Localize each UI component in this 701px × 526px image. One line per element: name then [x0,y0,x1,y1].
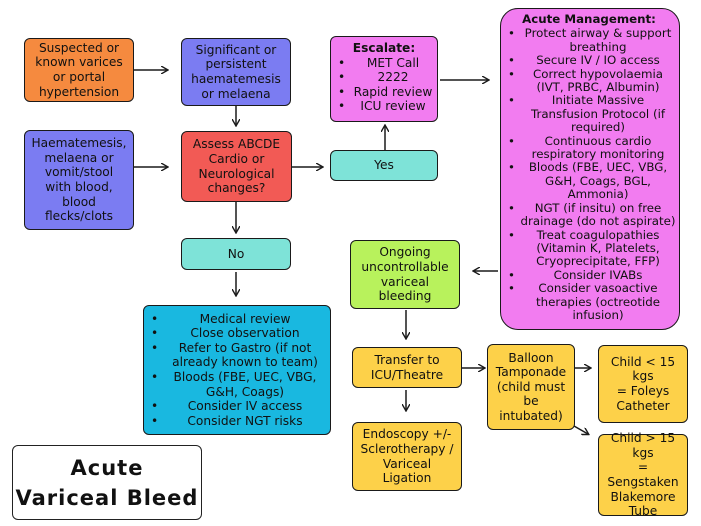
assess-line: Cardio or [208,151,265,166]
endoscopy-line: Endoscopy +/- [362,427,452,442]
significant-line: haematemesis [191,72,281,86]
acute-management-item: Secure IV / IO access [508,53,676,68]
medical-review-item: Refer to Gastro (if not already known to… [151,341,327,370]
haematemesis-line: with blood, [45,180,113,194]
acute-management-item: Treat coagulopathies (Vitamin K, Platele… [508,228,676,269]
transfer-line: Transfer to [374,352,440,367]
acute-management-item: Consider IVABs [508,268,676,283]
child-gt-line: Child > 15 kgs [610,431,676,460]
acute-management-heading: Acute Management: [522,12,656,26]
acute-management-item: NGT (if insitu) on free drainage (do not… [508,201,676,229]
assess-line: changes? [207,181,266,196]
escalate-box: Escalate: MET Call2222Rapid reviewICU re… [330,36,438,122]
endoscopy-line: Variceal [382,456,432,471]
ongoing-line: variceal [380,274,430,289]
transfer-line: ICU/Theatre [370,367,444,382]
escalate-list-item: Rapid review [338,85,436,100]
acute-management-item: Bloods (FBE, UEC, VBG, G&H, Coags, BGL, … [508,161,676,201]
ongoing-line: bleeding [378,289,432,304]
haematemesis-line: melaena or [44,150,114,165]
balloon-line: be [523,394,539,409]
yes-box: Yes [330,150,438,181]
child-lt-line: Catheter [616,398,670,413]
child-lt-line: Child < 15 kgs [610,354,676,384]
acute-management-item: Protect airway & support breathing [508,27,676,54]
child-gt-line: = Sengstaken [607,460,679,489]
balloon-line: (child must [496,379,566,394]
endoscopy-line: Ligation [382,471,432,486]
ongoing-line: Ongoing [379,245,431,260]
suspected-line: or portal [52,70,106,84]
assess-line: Neurological [198,166,275,181]
no-label: No [227,246,245,261]
escalate-list-item: MET Call [338,56,436,71]
significant-line: persistent [205,57,267,72]
acute-management-list: Protect airway & support breathingSecure… [502,27,676,322]
balloon-line: Tamponade [495,365,567,380]
child-gt-line: Tube [628,504,658,519]
child-gt-line: Blakemore [610,489,676,504]
suspected-line: hypertension [38,84,120,99]
medical-review-item: Consider IV access [151,399,327,414]
suspected-line: Suspected or [38,40,120,55]
haematemesis-line: blood [62,194,96,209]
assess-line: Assess ABCDE [192,137,281,152]
haematemesis-line: flecks/clots [44,209,114,224]
ongoing-line: uncontrollable [361,259,449,274]
medical-review-list: Medical reviewClose observationRefer to … [145,312,327,429]
escalate-heading: Escalate: [352,41,416,55]
arrow-balloon-to-child-gt [573,425,588,434]
child-lt-line: = Foleys [616,384,670,398]
no-box: No [181,238,291,270]
endoscopy-line: Sclerotherapy / [360,441,454,456]
acute-management-item: Correct hypovolaemia (IVT, PRBC, Albumin… [508,67,676,95]
medical-review-box: Medical reviewClose observationRefer to … [143,305,331,435]
acute-management-item: Continuous cardio respiratory monitoring [508,134,676,162]
escalate-list: MET Call2222Rapid reviewICU review [332,56,436,114]
yes-label: Yes [374,158,394,173]
escalate-list-item: ICU review [338,99,436,114]
medical-review-item: Bloods (FBE, UEC, VBG, G&H, Coags) [151,370,327,399]
balloon-line: intubated) [499,408,563,423]
haematemesis-line: Haematemesis, [31,136,127,151]
medical-review-item: Consider NGT risks [151,414,327,429]
acute-management-item: Initiate Massive Transfusion Protocol (i… [508,94,676,134]
acute-management-item: Consider vasoactive therapies (octreotid… [508,281,676,322]
title-line-1: Acute [70,455,144,480]
escalate-list-item: 2222 [338,70,436,85]
medical-review-item: Medical review [151,312,327,327]
haematemesis-line: vomit/stool [44,165,114,180]
significant-line: Significant or [195,42,277,57]
diagram-title: Acute Variceal Bleed [12,445,202,520]
balloon-line: Balloon [508,350,554,365]
significant-line: or melaena [201,86,271,101]
suspected-line: known varices [35,55,123,70]
acute-management-box: Acute Management: Protect airway & suppo… [500,8,680,330]
medical-review-item: Close observation [151,326,327,341]
title-line-2: Variceal Bleed [15,485,199,510]
